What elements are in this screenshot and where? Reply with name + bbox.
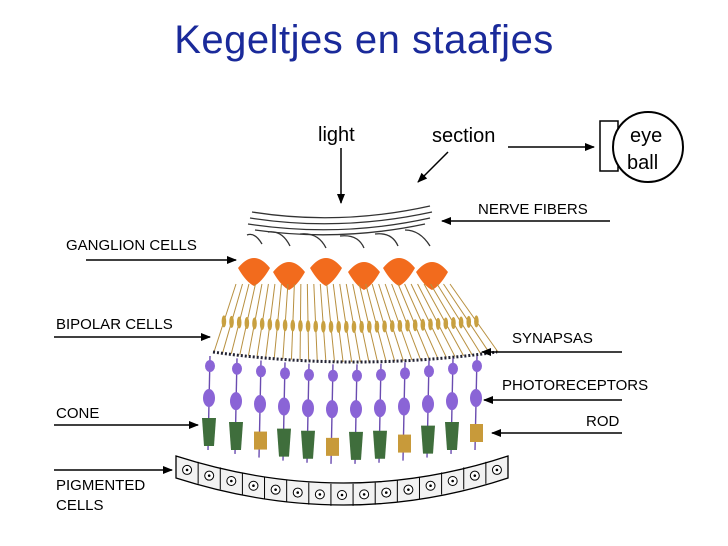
bipolar-cell-body (298, 319, 303, 332)
pigment-nucleus (384, 491, 388, 494)
bipolar-cell-body (366, 320, 372, 333)
bipolar-cell-body (466, 315, 472, 328)
pigment-nucleus (230, 479, 233, 483)
bipolar-cell-body (435, 317, 441, 330)
nerve-fibers-label: NERVE FIBERS (478, 201, 588, 218)
bipolar-cell-body (344, 320, 349, 333)
pigment-nucleus (495, 468, 499, 472)
cells-label: CELLS (56, 497, 104, 514)
ganglion-cell (238, 258, 270, 286)
pigment-nucleus (318, 493, 322, 496)
cone-cell (445, 358, 459, 454)
bipolar-cell-body (374, 320, 380, 333)
bipolar-cell-body (405, 319, 410, 332)
ganglion-cell (416, 262, 448, 290)
synapsas-label: SYNAPSAS (512, 330, 593, 347)
cone-cell (229, 358, 243, 454)
bipolar-cell-body (389, 320, 395, 333)
bipolar-cell-body (313, 320, 319, 333)
cone-label: CONE (56, 405, 99, 422)
ganglion-cell (383, 258, 415, 286)
cone-cell (202, 355, 216, 451)
bipolar-cell-body (259, 317, 265, 330)
pigment-nucleus (429, 484, 432, 488)
bipolar-cell-body (412, 319, 418, 332)
cone-cell (349, 364, 363, 464)
bipolar-cell-body (382, 320, 387, 333)
pigment-band (175, 455, 509, 506)
cone-cell (421, 360, 435, 458)
slide-title: Kegeltjes en staafjes (174, 18, 554, 62)
cone-cell (301, 363, 315, 463)
pigment-nucleus (362, 493, 366, 496)
bipolar-cell-body (275, 318, 280, 331)
bipolar-fiber (423, 283, 465, 356)
bipolar-cells (213, 283, 499, 363)
bipolar-cell-body (282, 319, 288, 332)
bipolar-cell-body (252, 317, 257, 330)
pigment-nucleus (407, 488, 410, 491)
bipolar-cell-body (451, 316, 456, 329)
bipolar-cell-body (397, 319, 403, 332)
pigment-nucleus (252, 484, 255, 488)
bipolar-cell-body (351, 320, 357, 333)
ganglion-cell (310, 258, 342, 286)
light-label: light (318, 124, 355, 146)
pigment-nucleus (274, 488, 277, 491)
photoreceptors-label: PHOTORECEPTORS (502, 377, 648, 394)
bipolar-cell-body (290, 319, 296, 332)
bipolar-cells-label: BIPOLAR CELLS (56, 316, 173, 333)
bipolar-fiber (436, 283, 482, 355)
bipolar-fiber (443, 283, 490, 354)
cone-cell (277, 362, 291, 461)
pigment-nucleus (473, 474, 477, 477)
pigment-nucleus (451, 479, 454, 483)
bipolar-cell-body (321, 320, 326, 333)
bipolar-cell-body (359, 320, 364, 333)
bipolar-cell-body (420, 318, 426, 331)
cone-cell (373, 363, 387, 463)
bipolar-fiber (430, 283, 473, 356)
rod-cell (470, 355, 483, 451)
rod-label: ROD (586, 413, 620, 430)
synapse-layer (212, 350, 498, 364)
pigment-nucleus (340, 493, 344, 497)
bipolar-cell-body (428, 318, 433, 331)
section-pointer-arrow (417, 151, 449, 183)
bipolar-cell-body (474, 315, 479, 328)
nerve-fibers (246, 205, 433, 249)
photoreceptor-cells (202, 355, 483, 464)
bipolar-cell-body (244, 316, 250, 329)
bipolar-fiber (417, 283, 456, 357)
rod-cell (398, 362, 411, 461)
pigment-nucleus (185, 468, 189, 472)
ganglion-cell (348, 262, 380, 290)
bipolar-cell-body (236, 316, 242, 329)
ganglion-cells (238, 258, 448, 290)
bipolar-cell-body (267, 318, 273, 331)
bipolar-cell-body (443, 317, 449, 330)
rod-cell (254, 360, 267, 458)
pigment-nucleus (296, 491, 300, 494)
bipolar-cell-body (221, 315, 227, 328)
bipolar-cell-body (336, 320, 341, 333)
bipolar-cell-body (305, 320, 311, 333)
eyeball-inset: eye ball (599, 111, 684, 183)
bipolar-fiber (449, 283, 499, 353)
bipolar-cell-body (229, 315, 234, 328)
bipolar-cell-body (328, 320, 334, 333)
ganglion-cell (273, 262, 305, 290)
ball-label: ball (627, 152, 658, 174)
pigment-nucleus (207, 474, 211, 477)
pigmented-cells (175, 455, 509, 506)
section-label: section (432, 125, 495, 147)
eye-label: eye (630, 125, 662, 147)
rod-cell (326, 364, 339, 464)
bipolar-cell-body (458, 316, 464, 329)
pigmented-label: PIGMENTED (56, 477, 145, 494)
ganglion-cells-label: GANGLION CELLS (66, 237, 197, 254)
